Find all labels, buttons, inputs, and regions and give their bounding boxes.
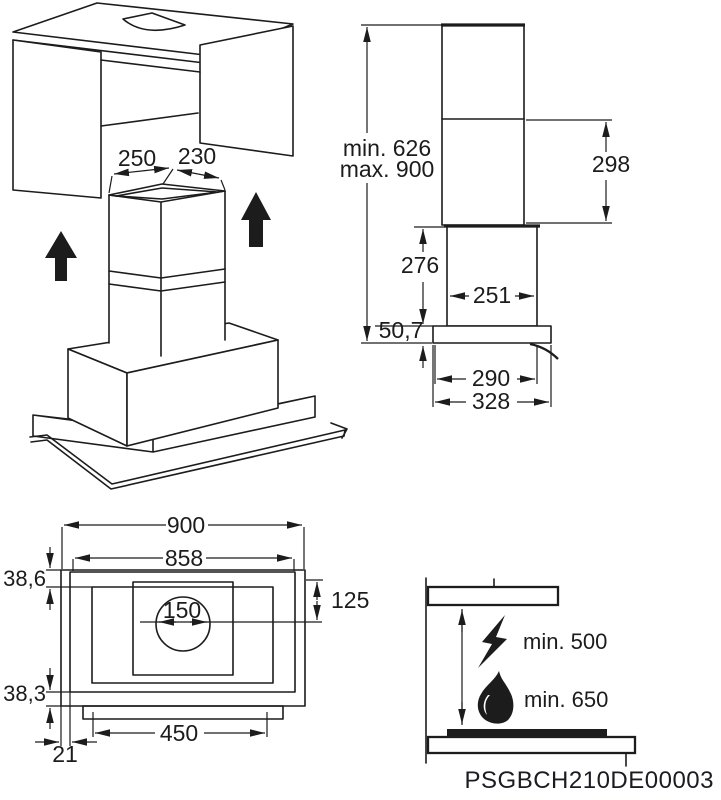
inner-width-label: 858 bbox=[165, 545, 203, 571]
extension-lines bbox=[361, 24, 441, 344]
extension-lines bbox=[375, 226, 445, 327]
extension-lines bbox=[432, 345, 552, 407]
duct-width-right-label: 230 bbox=[178, 143, 216, 169]
cabinet-top-cutout bbox=[122, 12, 186, 32]
hood-front-face bbox=[126, 339, 279, 447]
side-offset-label: 21 bbox=[52, 741, 78, 767]
chimney-left-face-fill bbox=[109, 195, 161, 356]
outer-rect-900 bbox=[60, 569, 306, 707]
dimension-arrow bbox=[197, 171, 220, 179]
duct-width-dimensions: 250 230 bbox=[108, 143, 226, 194]
isometric-installation-view: 250 230 bbox=[12, 2, 348, 490]
side-dimension-view: min. 626 max. 900 298 276 50,7 251 290 3… bbox=[340, 23, 630, 414]
outlet-diameter-label: 150 bbox=[163, 597, 201, 623]
extension-lines bbox=[72, 559, 295, 571]
electric-clearance-label: min. 500 bbox=[523, 629, 607, 654]
outlet-offset-label: 125 bbox=[331, 587, 369, 613]
dimension-arrow bbox=[141, 165, 170, 174]
hood-body-outline bbox=[446, 225, 538, 327]
plate-inner-depth-label: 290 bbox=[472, 365, 510, 391]
extension-lines bbox=[46, 691, 70, 707]
duct-width-left-label: 250 bbox=[118, 145, 156, 171]
extension-lines bbox=[92, 712, 268, 737]
part-number: PSGBCH210DE00003 bbox=[465, 767, 714, 794]
front-offset-label: 38,6 bbox=[3, 566, 46, 591]
chimney-lower-label: 298 bbox=[592, 151, 630, 177]
extension-lines bbox=[526, 119, 612, 224]
plate-outer-depth-label: 328 bbox=[472, 388, 510, 414]
dimension-ticks bbox=[108, 168, 226, 194]
cabinet-drawing bbox=[12, 2, 294, 199]
hob-surface-bar bbox=[447, 729, 607, 737]
flange-outline bbox=[29, 422, 348, 485]
lift-up-arrow-right-icon bbox=[241, 192, 271, 247]
outlet-box bbox=[132, 581, 234, 676]
gas-clearance-label: min. 650 bbox=[524, 687, 608, 712]
extension-lines bbox=[61, 527, 305, 569]
chimney-outline bbox=[441, 24, 525, 226]
flame-inner-curl bbox=[483, 695, 490, 715]
overall-width-label: 900 bbox=[167, 512, 205, 538]
extension-lines bbox=[46, 569, 92, 588]
extension-lines bbox=[60, 692, 71, 746]
chimney-edges bbox=[108, 190, 226, 357]
chimney-telescope-joint bbox=[108, 268, 226, 292]
plate-offset-label: 50,7 bbox=[379, 317, 424, 343]
hob-counter-bar bbox=[426, 735, 637, 755]
flange-thickness bbox=[30, 429, 346, 490]
cabinet-left-panel bbox=[12, 39, 102, 199]
body-rect bbox=[91, 586, 274, 684]
chimney-drawing bbox=[108, 183, 226, 357]
lightning-icon bbox=[478, 615, 507, 668]
height-min-label: min. 626 bbox=[343, 135, 431, 161]
dimension-arrow bbox=[113, 168, 142, 177]
cabinet-interior-lines bbox=[100, 59, 201, 127]
base-plate-outline bbox=[432, 325, 552, 344]
chimney-rim-corner-ticks bbox=[108, 190, 226, 197]
dimension-arrow bbox=[176, 169, 199, 177]
rear-offset-label: 38,3 bbox=[3, 681, 46, 706]
cabinet-right-panel bbox=[199, 25, 294, 157]
body-depth-label: 251 bbox=[473, 282, 511, 308]
duct-outlet-circle bbox=[155, 596, 211, 652]
flange-width-label: 450 bbox=[160, 720, 198, 746]
base-plate-handle bbox=[529, 342, 559, 360]
height-max-label: max. 900 bbox=[340, 156, 435, 182]
hood-base-flange-drawing bbox=[29, 422, 348, 490]
flame-icon bbox=[477, 671, 514, 724]
clearance-view: min. 500 min. 650 bbox=[425, 577, 637, 767]
lift-up-arrow-left-icon bbox=[45, 231, 77, 281]
body-height-label: 276 bbox=[401, 252, 439, 278]
flange-rect-450 bbox=[82, 705, 284, 720]
inner-rect-858 bbox=[69, 571, 296, 693]
hood-bottom-bar bbox=[426, 585, 560, 607]
top-dimension-view: 900 858 38,6 150 125 38,3 450 bbox=[3, 512, 369, 767]
